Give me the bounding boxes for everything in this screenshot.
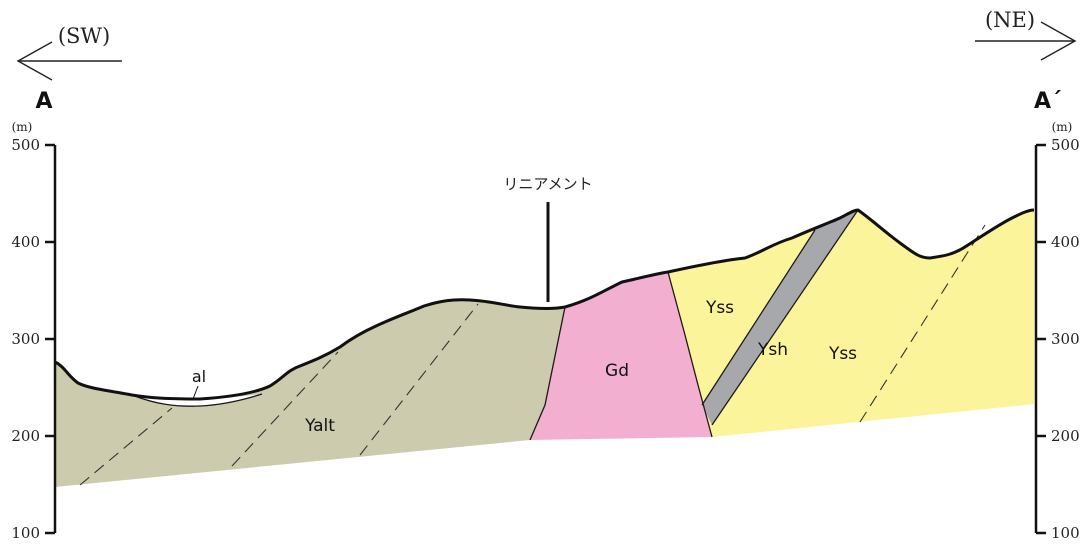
contact-ysh-east (711, 209, 859, 426)
arrow-sw-icon (16, 41, 122, 81)
direction-left-label: (SW) (58, 24, 110, 48)
contact-al-base (131, 393, 263, 407)
bedding-trace (231, 351, 339, 467)
axis-unit-left: (m) (12, 120, 33, 134)
al-leader-line (192, 385, 199, 400)
unit-label-yalt: Yalt (304, 416, 335, 436)
axis-tick-right-200: 200 (1051, 427, 1080, 445)
bedding-traces (79, 224, 986, 486)
section-end-label: A´ (1034, 89, 1062, 114)
axis-tick-right-300: 300 (1051, 330, 1080, 348)
contact-gd-yss (667, 271, 713, 438)
bedding-trace (79, 407, 173, 486)
contact-lines (131, 209, 859, 441)
section-start-label: A (35, 89, 52, 114)
axis-tick-right-400: 400 (1051, 233, 1080, 251)
unit-label-al: al (192, 367, 206, 386)
unit-yss-fill (668, 210, 1034, 437)
topographic-surface (54, 208, 1035, 401)
axis-tick-right-500: 500 (1051, 136, 1080, 154)
arrow-ne-icon (975, 21, 1077, 61)
unit-label-yss-lower: Yss (828, 344, 857, 364)
axis-tick-left-100: 100 (11, 524, 40, 542)
bedding-trace (859, 224, 986, 423)
unit-label-gd: Gd (605, 361, 629, 381)
axis-unit-right: (m) (1052, 120, 1073, 134)
axis-tick-left-300: 300 (11, 330, 40, 348)
lineament-label: リニアメント (503, 175, 592, 193)
unit-yalt-fill (55, 299, 565, 487)
contact-ysh-west (701, 229, 816, 406)
unit-label-ysh: Ysh (757, 340, 788, 360)
axis-tick-right-100: 100 (1051, 524, 1080, 542)
axis-tick-left-200: 200 (11, 427, 40, 445)
bedding-trace (359, 303, 479, 456)
contact-yalt-gd (529, 306, 566, 441)
unit-label-yss-upper: Yss (705, 298, 734, 318)
elevation-axis-left (45, 143, 57, 535)
unit-gd-fill (530, 272, 712, 440)
axis-tick-left-400: 400 (11, 233, 40, 251)
elevation-axis-right (1034, 143, 1046, 535)
unit-ysh-fill (702, 210, 858, 425)
direction-right-label: (NE) (985, 8, 1035, 32)
axis-tick-left-500: 500 (11, 136, 40, 154)
